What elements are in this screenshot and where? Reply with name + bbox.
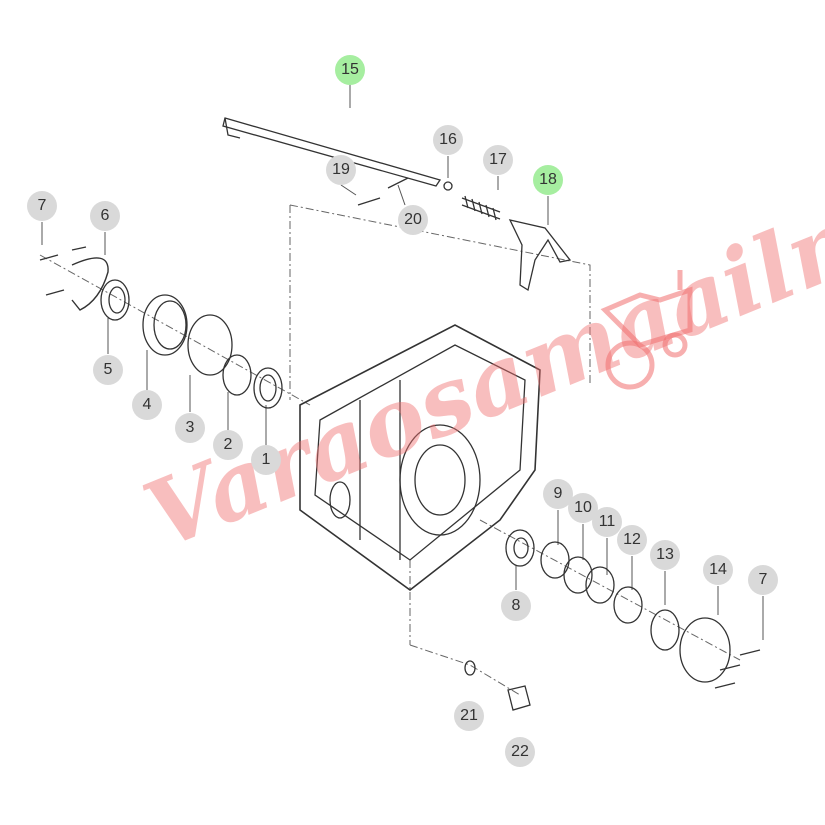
part-callout-16[interactable]: 16	[433, 125, 463, 155]
part-callout-7[interactable]: 7	[748, 565, 778, 595]
part-callout-7[interactable]: 7	[27, 191, 57, 221]
part-callout-2[interactable]: 2	[213, 430, 243, 460]
part-callout-11[interactable]: 11	[592, 507, 622, 537]
part-callout-13[interactable]: 13	[650, 540, 680, 570]
part-callout-6[interactable]: 6	[90, 201, 120, 231]
part-callout-15[interactable]: 15	[335, 55, 365, 85]
part-callout-3[interactable]: 3	[175, 413, 205, 443]
part-callout-12[interactable]: 12	[617, 525, 647, 555]
part-callout-1[interactable]: 1	[251, 445, 281, 475]
part-callout-22[interactable]: 22	[505, 737, 535, 767]
part-callout-4[interactable]: 4	[132, 390, 162, 420]
part-callout-14[interactable]: 14	[703, 555, 733, 585]
part-callout-21[interactable]: 21	[454, 701, 484, 731]
part-callout-17[interactable]: 17	[483, 145, 513, 175]
part-callout-8[interactable]: 8	[501, 591, 531, 621]
part-callout-19[interactable]: 19	[326, 155, 356, 185]
part-callout-5[interactable]: 5	[93, 355, 123, 385]
part-callout-18[interactable]: 18	[533, 165, 563, 195]
part-callout-20[interactable]: 20	[398, 205, 428, 235]
